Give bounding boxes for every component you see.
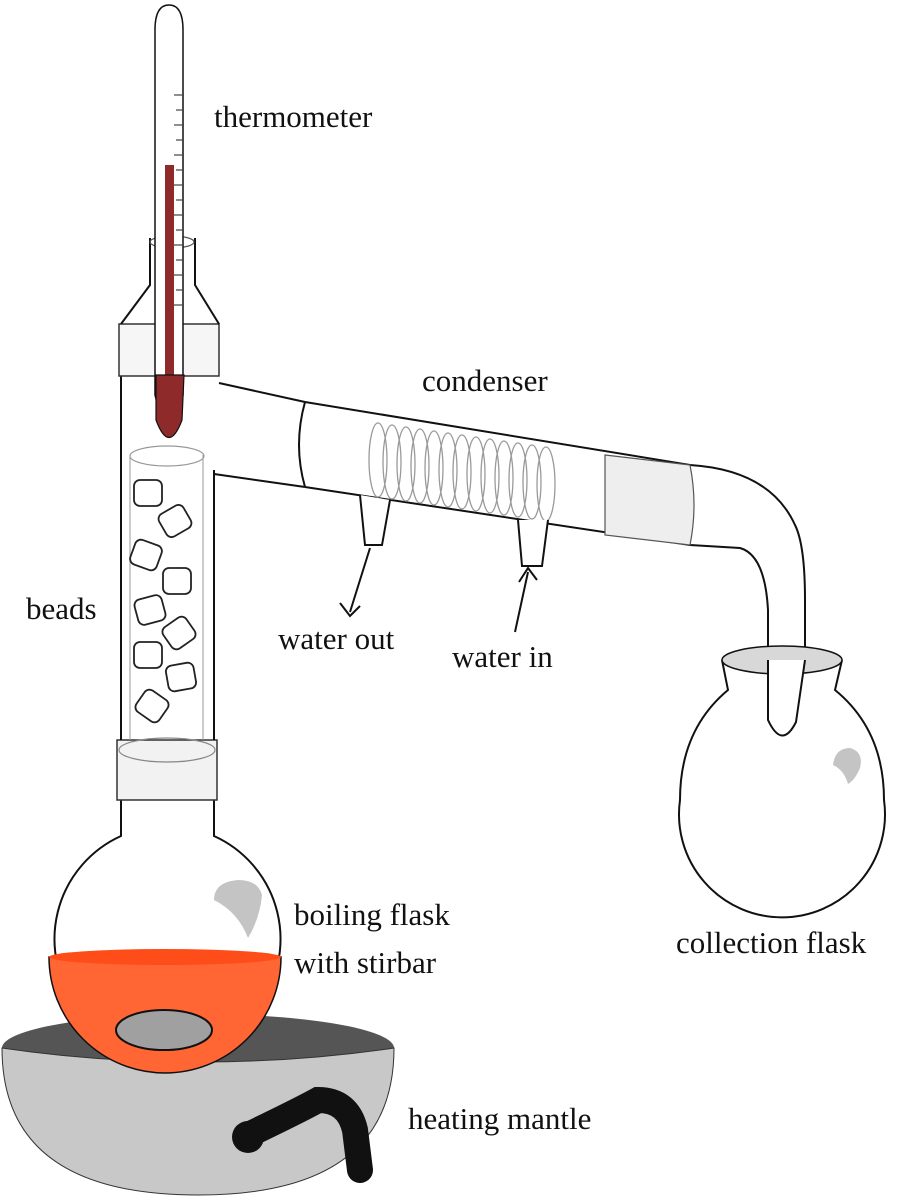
bead bbox=[133, 594, 167, 626]
collection-flask bbox=[678, 645, 886, 919]
collected-drop bbox=[833, 748, 861, 784]
mantle-handle bbox=[235, 1086, 373, 1183]
boiling-flask-label-line1: boiling flask bbox=[294, 897, 450, 932]
thermometer-bulb bbox=[155, 374, 185, 439]
bead bbox=[133, 641, 163, 669]
flask-highlight bbox=[214, 880, 262, 938]
stirbar bbox=[115, 1009, 213, 1051]
bead bbox=[161, 615, 197, 651]
condenser-label: condenser bbox=[422, 363, 548, 398]
bead bbox=[134, 688, 170, 724]
side-arm-top bbox=[218, 382, 306, 403]
column-tube bbox=[120, 370, 215, 740]
water-outlet-port bbox=[359, 494, 391, 546]
collection-flask-label: collection flask bbox=[676, 925, 867, 960]
condenser-assembly bbox=[213, 382, 806, 739]
column-lower-joint bbox=[116, 739, 218, 801]
condenser-coil bbox=[368, 422, 556, 522]
water-in-label: water in bbox=[452, 639, 553, 674]
boiling-flask bbox=[48, 800, 282, 1074]
bead bbox=[133, 479, 163, 507]
water-out-arrow bbox=[339, 547, 371, 618]
condenser-right-joint bbox=[604, 454, 695, 546]
beads-top bbox=[129, 445, 205, 467]
column-lower-joint-top bbox=[118, 737, 216, 763]
thermometer bbox=[154, 4, 185, 439]
water-out-label: water out bbox=[278, 621, 395, 656]
beads-label: beads bbox=[26, 591, 97, 626]
bead bbox=[157, 504, 193, 538]
bead bbox=[165, 661, 197, 693]
bead bbox=[129, 538, 163, 572]
mantle-handle-knob bbox=[232, 1121, 264, 1153]
condenser-left-joint bbox=[298, 401, 306, 488]
side-arm-bottom bbox=[213, 470, 306, 488]
mantle-bowl bbox=[1, 1047, 395, 1196]
heating-mantle-label: heating mantle bbox=[408, 1101, 592, 1136]
beads bbox=[129, 479, 197, 724]
thermometer-scale bbox=[174, 94, 184, 306]
water-inlet-port bbox=[517, 519, 549, 567]
condenser-tip bbox=[767, 659, 806, 737]
collection-flask-body bbox=[678, 659, 886, 919]
boiling-flask-label-line2: with stirbar bbox=[294, 945, 437, 981]
thermometer-label: thermometer bbox=[214, 99, 373, 134]
thermometer-column bbox=[165, 165, 174, 380]
boiling-liquid-surface bbox=[49, 949, 281, 965]
adapter-neck bbox=[120, 238, 220, 325]
boiling-flask-label: boiling flask with stirbar bbox=[294, 891, 450, 987]
column-inner-tube bbox=[129, 455, 204, 740]
bead bbox=[162, 567, 192, 595]
water-in-arrow bbox=[514, 566, 538, 633]
